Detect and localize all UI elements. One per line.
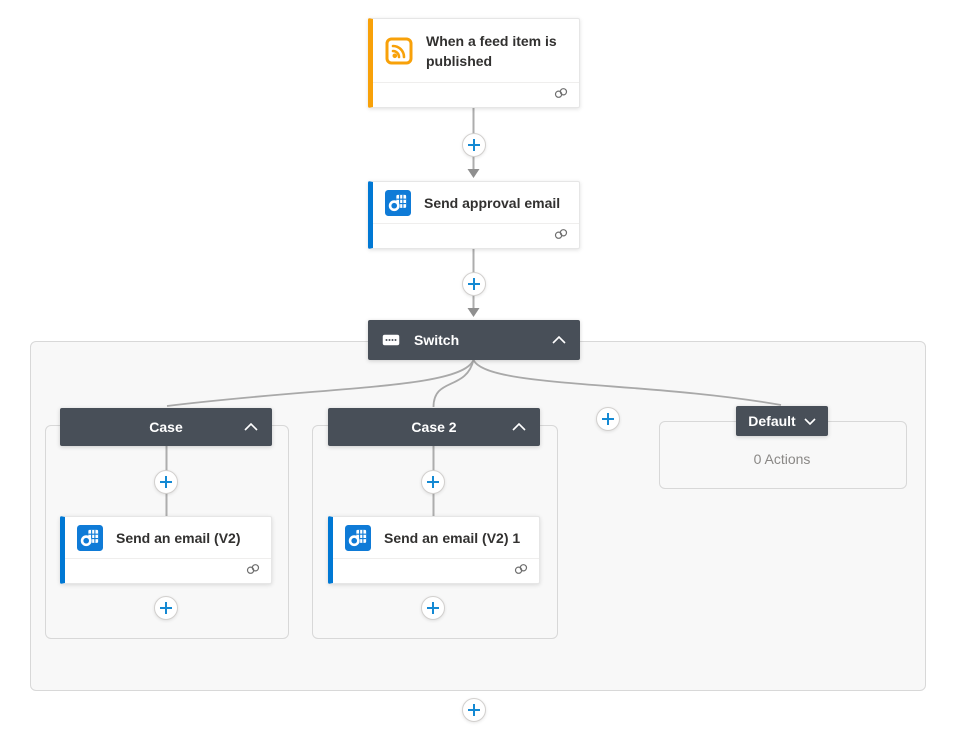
add-case-button[interactable] — [596, 407, 620, 431]
outlook-icon — [345, 524, 371, 551]
connection-link-icon — [245, 562, 261, 580]
chevron-up-icon[interactable] — [244, 423, 258, 431]
case-2-action-card[interactable]: Send an email (V2) 1 — [328, 516, 540, 584]
approval-action-card[interactable]: Send approval email — [368, 181, 580, 249]
insert-step-button[interactable] — [462, 133, 486, 157]
outlook-icon — [385, 189, 411, 216]
insert-step-button[interactable] — [154, 470, 178, 494]
switch-icon — [382, 334, 400, 346]
default-case-label: Default — [748, 413, 796, 429]
connection-link-icon — [553, 86, 569, 104]
switch-header[interactable]: Switch — [368, 320, 580, 360]
approval-title: Send approval email — [424, 194, 561, 211]
chevron-down-icon[interactable] — [804, 417, 816, 425]
insert-step-button[interactable] — [421, 596, 445, 620]
approval-card-footer — [373, 223, 579, 248]
case-1-header[interactable]: Case — [60, 408, 272, 446]
case-2-action-title: Send an email (V2) 1 — [384, 529, 521, 546]
case-1-action-card[interactable]: Send an email (V2) — [60, 516, 272, 584]
case-2-header[interactable]: Case 2 — [328, 408, 540, 446]
switch-label: Switch — [414, 332, 460, 348]
trigger-title: When a feed item is published — [426, 32, 557, 69]
default-case-header[interactable]: Default — [736, 406, 828, 436]
case-1-card-footer — [65, 558, 271, 583]
case-2-card-footer — [333, 558, 539, 583]
trigger-card[interactable]: When a feed item is published — [368, 18, 580, 108]
insert-step-button[interactable] — [154, 596, 178, 620]
insert-step-button[interactable] — [462, 272, 486, 296]
case-1-label: Case — [149, 419, 183, 435]
insert-step-button[interactable] — [462, 698, 486, 722]
case-2-label: Case 2 — [411, 419, 457, 435]
insert-step-button[interactable] — [421, 470, 445, 494]
arrow-down-icon — [467, 308, 480, 317]
default-case-empty-text: 0 Actions — [753, 451, 811, 467]
connection-link-icon — [513, 562, 529, 580]
arrow-down-icon — [467, 169, 480, 178]
outlook-icon — [77, 524, 103, 551]
trigger-card-footer — [373, 82, 579, 107]
chevron-up-icon[interactable] — [552, 336, 566, 344]
chevron-up-icon[interactable] — [512, 423, 526, 431]
case-1-action-title: Send an email (V2) — [116, 529, 241, 546]
connection-link-icon — [553, 227, 569, 245]
rss-icon — [385, 37, 413, 65]
